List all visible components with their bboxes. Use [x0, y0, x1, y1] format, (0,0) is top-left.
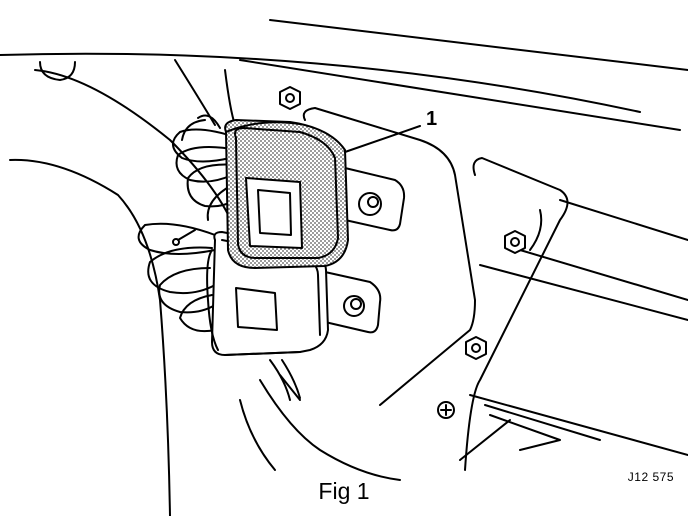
lower-relay-bracket: [324, 271, 382, 334]
figure-caption: Fig 1: [318, 478, 370, 504]
body-panel-lines: [0, 19, 688, 516]
lower-panel-lines: [239, 374, 401, 481]
callout-number: 1: [426, 108, 438, 130]
nut-top: [279, 86, 301, 110]
upper-relay-cover: [224, 119, 349, 269]
callout-leader: [344, 125, 421, 153]
nut-right-upper: [504, 230, 526, 254]
upper-relay-bracket: [344, 167, 406, 232]
mounting-panel: [302, 107, 688, 471]
figure-reference-code: J12 575: [627, 470, 674, 484]
wiring-harness: [137, 114, 239, 333]
nut-right-middle: [465, 336, 487, 360]
screw-bottom: [437, 401, 455, 419]
